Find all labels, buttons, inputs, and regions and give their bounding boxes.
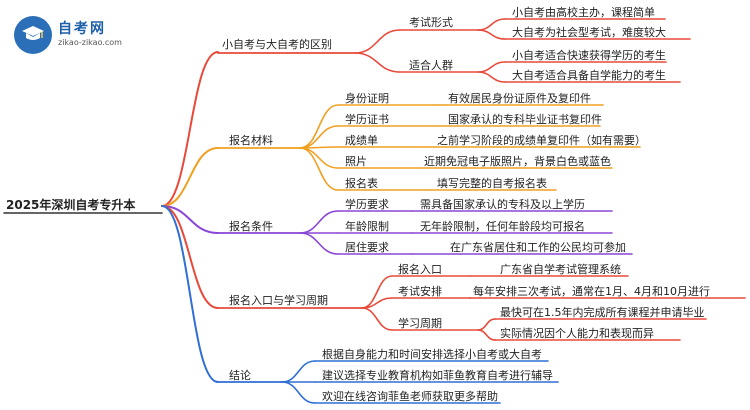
connector-line — [354, 52, 401, 73]
branch-entry-period: 报名入口与学习周期 — [229, 294, 328, 307]
leaf-text: 欢迎在线咨询菲鱼老师获取更多帮助 — [322, 390, 498, 403]
node-id: 身份证明 — [345, 92, 389, 105]
branch-materials: 报名材料 — [229, 134, 273, 147]
connector-line — [281, 381, 316, 404]
connector-line — [361, 307, 393, 331]
leaf-text: 小自考由高校主办，课程简单 — [512, 6, 655, 19]
leaf-text: 小自考适合快速获得学历的考生 — [512, 49, 666, 62]
logo-url: zikao-zikao.com — [58, 38, 122, 47]
connector-line — [161, 205, 219, 309]
connector-line — [477, 29, 506, 40]
node-target-group: 适合人群 — [409, 59, 453, 72]
connector-line — [161, 51, 219, 207]
leaf-text: 之前学习阶段的成绩单复印件（如有需要） — [437, 134, 646, 147]
leaf-text: 填写完整的自考报名表 — [437, 177, 547, 190]
leaf-text: 每年安排三次考试，通常在1月、4月和10月进行 — [473, 285, 710, 298]
connector-line — [299, 147, 339, 191]
connector-line — [477, 71, 506, 83]
node-diploma: 学历证书 — [345, 113, 389, 126]
connector-line — [477, 318, 496, 331]
leaf-text: 近期免冠电子版照片，背景白色或蓝色 — [424, 155, 611, 168]
connector-line — [477, 18, 506, 31]
node-period: 学习周期 — [398, 317, 442, 330]
leaf-text: 根据自身能力和时间安排选择小自考或大自考 — [322, 348, 542, 361]
node-age: 年龄限制 — [345, 220, 389, 233]
leaf-text: 广东省自学考试管理系统 — [500, 263, 621, 276]
node-entry: 报名入口 — [398, 263, 442, 276]
site-logo[interactable]: 自考网 zikao-zikao.com — [14, 16, 134, 56]
leaf-text: 建议选择专业教育机构如菲鱼教育自考进行辅导 — [322, 369, 553, 382]
leaf-text: 国家承认的专科毕业证书复印件 — [448, 113, 602, 126]
connector-line — [299, 232, 339, 255]
connector-line — [477, 61, 506, 73]
branch-conditions: 报名条件 — [229, 220, 273, 233]
logo-badge — [14, 16, 52, 54]
connector-line — [299, 210, 339, 234]
node-photo: 照片 — [345, 155, 367, 168]
leaf-text: 大自考适合具备自学能力的考生 — [512, 69, 666, 82]
node-transcript: 成绩单 — [345, 134, 378, 147]
connector-line — [161, 147, 219, 207]
branch-difference: 小自考与大自考的区别 — [222, 38, 332, 51]
graduation-cap-icon — [22, 26, 44, 40]
node-residence: 居住要求 — [345, 241, 389, 254]
leaf-text: 无年龄限制，任何年龄段均可报名 — [420, 220, 585, 233]
leaf-text: 大自考为社会型考试，难度较大 — [512, 26, 666, 39]
leaf-text: 最快可在1.5年内完成所有课程并申请毕业 — [500, 306, 705, 319]
mindmap-root: 2025年深圳自考专升本 — [6, 198, 136, 212]
node-exam-form: 考试形式 — [409, 16, 453, 29]
leaf-text: 需具备国家承认的专科及以上学历 — [420, 198, 585, 211]
leaf-text: 实际情况因个人能力和表现而异 — [500, 327, 654, 340]
connector-line — [161, 205, 219, 234]
branch-conclusion: 结论 — [229, 369, 251, 382]
connector-line — [299, 147, 339, 169]
leaf-text: 有效居民身份证原件及复印件 — [448, 92, 591, 105]
connector-line — [281, 360, 316, 383]
connector-line — [161, 205, 219, 383]
node-schedule: 考试安排 — [398, 285, 442, 298]
node-form: 报名表 — [345, 177, 378, 190]
logo-name: 自考网 — [58, 21, 106, 37]
node-education: 学历要求 — [345, 198, 389, 211]
connector-line — [354, 29, 401, 54]
connector-line — [299, 125, 339, 149]
leaf-text: 在广东省居住和工作的公民均可参加 — [450, 241, 626, 254]
connector-line — [477, 329, 496, 341]
